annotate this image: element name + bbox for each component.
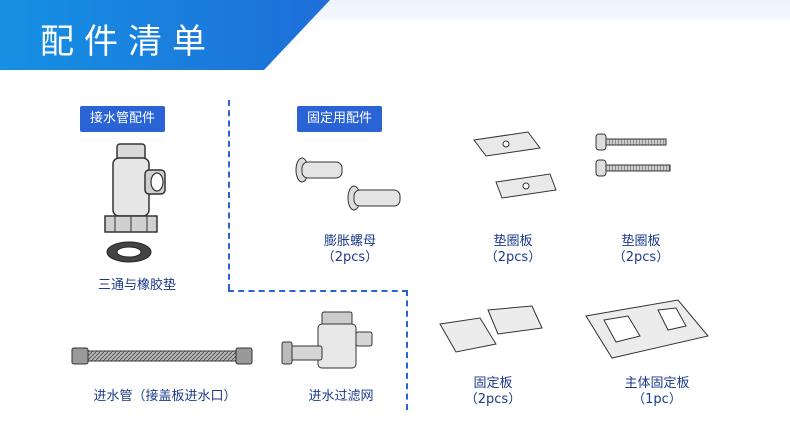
washer-plate-illustration [473, 131, 557, 199]
banner-fill [0, 0, 330, 70]
washer-plate-qty: （2pcs） [484, 250, 542, 265]
banner-accent [250, 0, 790, 20]
screw-label: 垫圈板 [621, 234, 661, 249]
tee-label: 三通与橡胶垫 [97, 278, 176, 293]
inlet-pipe-illustration [71, 347, 253, 365]
fix-plate-label: 固定板 [473, 376, 513, 391]
main-plate-illustration [585, 299, 709, 359]
nut-label: 膨胀螺母 [323, 234, 376, 249]
inlet-pipe-label: 进水管（接盖板进水口） [93, 389, 237, 404]
header-banner: 配件清单 [0, 0, 790, 70]
expansion-nut-illustration [295, 157, 401, 211]
nut-qty: （2pcs） [321, 250, 379, 265]
section-tag-fixing: 固定用配件 [297, 106, 383, 132]
page-title: 配件清单 [40, 22, 216, 62]
screw-illustration [595, 133, 671, 177]
divider-vertical-left [228, 100, 230, 290]
main-plate-label: 主体固定板 [624, 376, 690, 391]
divider-horizontal [228, 290, 408, 292]
fixing-plate-illustration [439, 305, 543, 353]
filter-illustration [281, 311, 373, 369]
washer-plate-label: 垫圈板 [493, 234, 533, 249]
section-tag-water-pipe: 接水管配件 [80, 106, 166, 132]
main-plate-qty: （1pc） [632, 392, 682, 407]
fix-plate-qty: （2pcs） [464, 392, 522, 407]
tee-fitting-illustration [104, 143, 166, 263]
screw-qty: （2pcs） [612, 250, 670, 265]
filter-label: 进水过滤网 [308, 389, 374, 404]
divider-vertical-right [406, 290, 408, 410]
